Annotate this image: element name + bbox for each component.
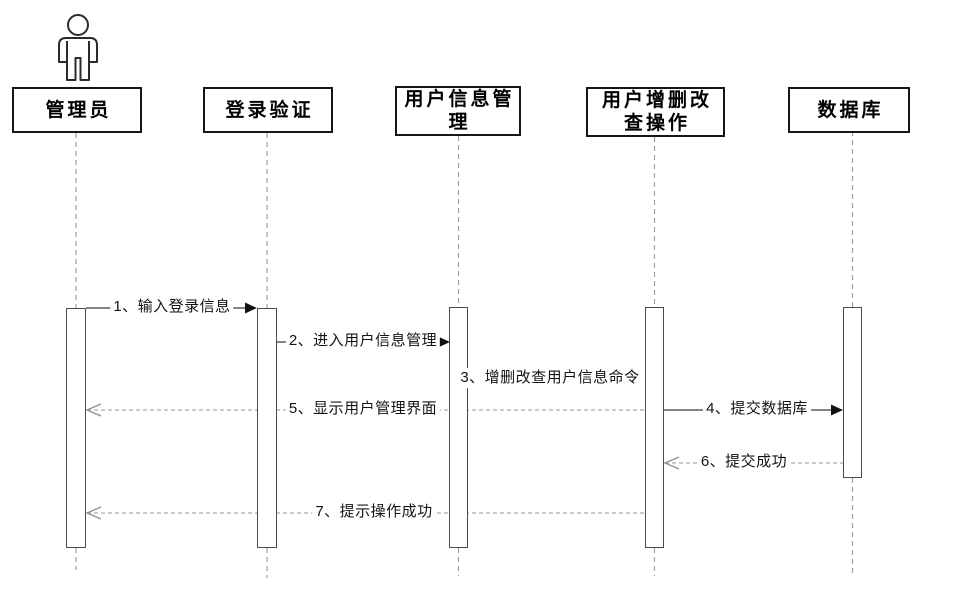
dashed-message-lines <box>87 409 843 514</box>
participant-box-admin: 管理员 <box>12 87 142 133</box>
participant-label-line2: 理 <box>448 112 471 133</box>
message-3-label: 3、增删改查用户信息命令 <box>457 368 643 388</box>
lifelines-lower <box>75 478 854 578</box>
message-1-arrowhead-icon <box>245 302 257 314</box>
lifelines-upper <box>75 131 854 308</box>
participant-box-userinfo: 用户信息管 理 <box>395 86 521 136</box>
participant-label: 管理员 <box>45 99 112 121</box>
participant-label: 登录验证 <box>225 99 314 121</box>
message-7-label: 7、提示操作成功 <box>312 502 436 522</box>
message-2-label: 2、进入用户信息管理 <box>285 331 441 351</box>
activation-bar-db <box>843 307 862 478</box>
message-6-label: 6、提交成功 <box>697 452 791 472</box>
filled-arrowheads <box>245 302 843 416</box>
activation-bar-userinfo <box>449 307 468 548</box>
message-5-open-arrowhead-icon <box>85 403 102 417</box>
activation-bar-login <box>257 308 277 548</box>
message-7-open-arrowhead-icon <box>85 506 102 520</box>
open-arrowheads <box>85 403 680 520</box>
message-1-label: 1、输入登录信息 <box>110 297 234 317</box>
participant-box-crud: 用户增删改 查操作 <box>586 87 725 137</box>
participant-box-login: 登录验证 <box>203 87 333 133</box>
participant-label: 数据库 <box>817 99 884 121</box>
actor-person-icon <box>58 14 98 81</box>
message-2-arrowhead-icon <box>438 336 450 348</box>
activation-bar-crud <box>645 307 664 548</box>
actor-arms <box>66 41 90 62</box>
activation-bar-admin <box>66 308 86 548</box>
actor-body <box>58 37 98 81</box>
participant-label-line1: 用户增删改 <box>601 90 712 111</box>
participant-label-line1: 用户信息管 <box>404 89 515 110</box>
participant-label-line2: 查操作 <box>623 113 690 134</box>
participant-box-db: 数据库 <box>788 87 910 133</box>
actor-head <box>67 14 89 36</box>
message-6-open-arrowhead-icon <box>663 456 680 470</box>
message-5-label: 5、显示用户管理界面 <box>285 399 441 419</box>
message-4-label: 4、提交数据库 <box>703 399 811 419</box>
message-4-arrowhead-icon <box>831 404 843 416</box>
